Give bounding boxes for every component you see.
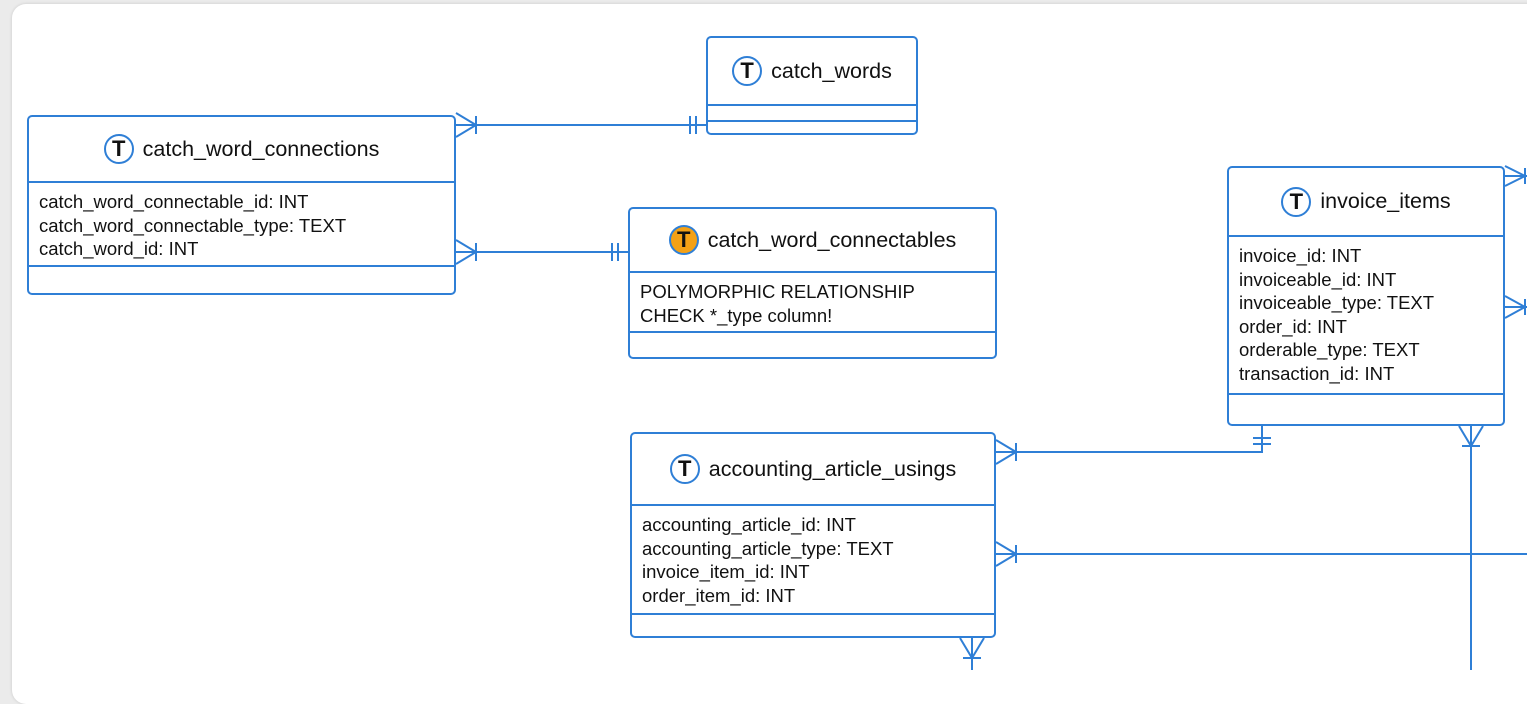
table-footer: [630, 331, 995, 345]
table-name: catch_word_connections: [142, 136, 380, 161]
field-row: accounting_article_type: TEXT: [642, 537, 894, 559]
field-row: invoice_item_id: INT: [642, 561, 810, 582]
table-header: T catch_words: [708, 38, 916, 106]
table-name: catch_words: [771, 58, 892, 83]
rel-invoice-items-offscreen-right-mid: [1504, 295, 1527, 319]
rel-usings-offscreen-down: [959, 637, 985, 670]
field-list: catch_word_connectable_id: INT catch_wor…: [29, 183, 454, 265]
table-footer: [29, 264, 454, 279]
field-row: catch_word_connectable_type: TEXT: [39, 214, 347, 236]
table-icon: T: [103, 134, 134, 164]
field-row: invoiceable_id: INT: [1239, 268, 1397, 290]
table-catch-word-connections[interactable]: T catch_word_connections catch_word_conn…: [27, 115, 456, 295]
table-icon: T: [1281, 186, 1312, 217]
table-icon: T: [732, 56, 763, 86]
field-row: catch_word_id: INT: [39, 238, 199, 259]
table-icon: T: [669, 454, 700, 484]
table-invoice-items[interactable]: T invoice_items invoice_id: INT invoicea…: [1227, 166, 1505, 426]
rel-invoice-items-offscreen-right-top: [1504, 165, 1527, 187]
table-footer: [708, 120, 916, 134]
note-row: POLYMORPHIC RELATIONSHIP: [640, 281, 915, 302]
field-row: order_item_id: INT: [642, 584, 796, 606]
field-row: accounting_article_id: INT: [642, 514, 856, 535]
table-name: catch_word_connectables: [707, 227, 957, 252]
field-list: POLYMORPHIC RELATIONSHIP CHECK *_type co…: [630, 273, 995, 331]
table-footer: [1229, 393, 1503, 407]
table-header: T invoice_items: [1229, 168, 1503, 237]
table-name: invoice_items: [1320, 189, 1451, 213]
rel-usings-to-invoice-items: [995, 426, 1271, 465]
field-row: transaction_id: INT: [1239, 362, 1395, 384]
polymorphic-table-icon: T: [668, 225, 699, 255]
table-header: T catch_word_connectables: [630, 209, 995, 273]
field-row: orderable_type: TEXT: [1239, 339, 1420, 360]
relationship-lines: [455, 112, 1527, 670]
field-list: invoice_id: INT invoiceable_id: INT invo…: [1229, 237, 1503, 389]
field-row: invoice_id: INT: [1239, 245, 1362, 266]
rel-connections-to-catch-words: [455, 112, 707, 138]
note-row: CHECK *_type column!: [640, 304, 833, 326]
rel-invoice-items-offscreen-down: [1458, 425, 1484, 670]
table-footer: [632, 613, 994, 627]
field-list: accounting_article_id: INT accounting_ar…: [632, 506, 994, 611]
field-row: order_id: INT: [1239, 315, 1347, 337]
rel-connections-to-connectables: [455, 239, 629, 265]
table-catch-words[interactable]: T catch_words: [706, 36, 918, 135]
table-name: accounting_article_usings: [708, 456, 957, 481]
table-header: T catch_word_connections: [29, 117, 454, 183]
table-accounting-article-usings[interactable]: T accounting_article_usings accounting_a…: [630, 432, 996, 638]
rel-usings-offscreen-right: [995, 541, 1527, 567]
field-row: invoiceable_type: TEXT: [1239, 292, 1435, 313]
table-catch-word-connectables[interactable]: T catch_word_connectables POLYMORPHIC RE…: [628, 207, 997, 359]
field-row: catch_word_connectable_id: INT: [39, 191, 309, 212]
table-header: T accounting_article_usings: [632, 434, 994, 506]
